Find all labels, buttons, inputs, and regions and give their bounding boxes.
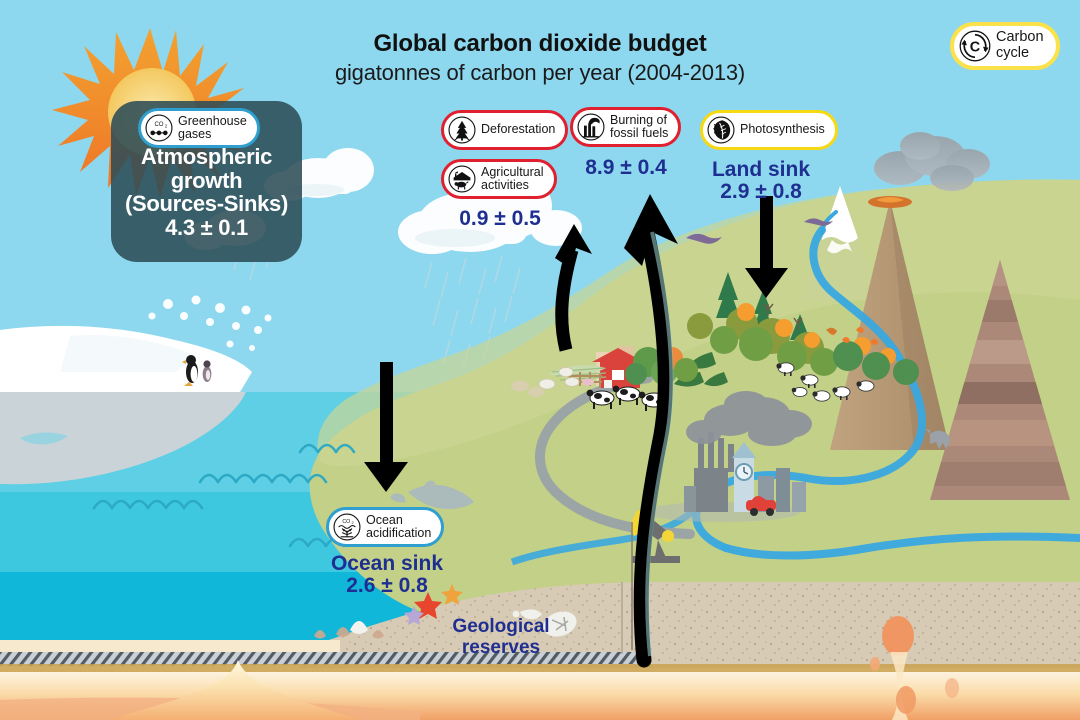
pine-tree-icon bbox=[448, 116, 476, 144]
atmos-line1: Atmospheric bbox=[140, 144, 273, 169]
volcano-smoke bbox=[874, 132, 990, 191]
red-car-icon bbox=[746, 496, 776, 516]
svg-text:2: 2 bbox=[165, 123, 168, 128]
atmospheric-growth-text: Atmospheric growth (Sources-Sinks) 4.3 ±… bbox=[111, 145, 302, 239]
badge-greenhouse-gases-label: Greenhouse gases bbox=[178, 113, 247, 141]
smoke-cloud bbox=[686, 391, 812, 446]
value-ocean-sink: Ocean sink 2.6 ± 0.8 bbox=[330, 552, 444, 598]
svg-text:CO: CO bbox=[155, 122, 164, 128]
land-sink-arrow bbox=[745, 196, 788, 298]
badge-deforestation-label: Deforestation bbox=[481, 122, 556, 137]
title-subtitle: gigatonnes of carbon per year (2004-2013… bbox=[334, 60, 746, 85]
bubble-icon bbox=[148, 295, 272, 351]
atmos-line3: (Sources-Sinks) bbox=[125, 191, 288, 217]
clock-tower-icon bbox=[732, 442, 756, 512]
badge-burning-fossil-fuels[interactable]: Burning of fossil fuels bbox=[570, 107, 682, 147]
sheep-icon bbox=[776, 362, 875, 402]
badge-greenhouse-gases[interactable]: CO 2 Greenhouse gases bbox=[138, 108, 260, 148]
carbon-cycle-label: Carbon cycle bbox=[996, 29, 1044, 61]
leaf-sun-icon bbox=[707, 116, 735, 144]
badge-photosynthesis[interactable]: Photosynthesis bbox=[700, 110, 838, 150]
penguin-icon bbox=[182, 355, 198, 386]
atmos-line2: growth bbox=[170, 167, 243, 193]
value-burning-fossil-fuels: 8.9 ± 0.4 bbox=[585, 156, 667, 179]
coal-seam bbox=[0, 652, 648, 666]
svg-text:CO: CO bbox=[342, 519, 350, 525]
cow-icon bbox=[586, 385, 667, 411]
badge-ocean-acidification[interactable]: CO 2 Ocean acidification bbox=[326, 507, 445, 547]
goat-icon bbox=[538, 366, 580, 390]
geo-line1: Geological bbox=[452, 616, 550, 637]
svg-text:C: C bbox=[970, 40, 980, 56]
magma-bubble-icon bbox=[870, 616, 959, 720]
page-title: Global carbon dioxide budget gigatonnes … bbox=[0, 30, 1080, 86]
barn-cow-icon bbox=[448, 165, 476, 193]
factory-smokestack-icon bbox=[694, 432, 734, 512]
geological-reserves-label: Geological reserves bbox=[411, 616, 591, 659]
badge-agricultural-activities-label: Agricultural activities bbox=[481, 164, 544, 192]
smokestack-icon bbox=[577, 113, 605, 141]
carbon-cycle-icon: C bbox=[959, 30, 991, 62]
fossil-fuel-emission-arrow bbox=[624, 194, 678, 668]
value-agricultural-activities: 0.9 ± 0.5 bbox=[459, 207, 541, 230]
starfish-icon bbox=[404, 584, 463, 625]
svg-text:2: 2 bbox=[352, 521, 354, 525]
agriculture-emission-arrow bbox=[555, 224, 592, 352]
badge-burning-fossil-fuels-label: Burning of fossil fuels bbox=[610, 112, 669, 140]
whale-icon bbox=[20, 432, 68, 445]
penguin-chick-icon bbox=[202, 360, 212, 382]
badge-photosynthesis-label: Photosynthesis bbox=[740, 122, 825, 137]
iceberg-with-penguins bbox=[0, 325, 252, 485]
atmos-value: 4.3 ± 0.1 bbox=[165, 214, 248, 240]
wolf-icon bbox=[926, 429, 950, 449]
badge-deforestation[interactable]: Deforestation bbox=[441, 110, 569, 150]
co2-molecule-icon: CO 2 bbox=[145, 114, 173, 142]
carbon-cycle-logo[interactable]: C Carbon cycle bbox=[950, 22, 1060, 70]
geo-line2: reserves bbox=[461, 636, 541, 658]
magma-plume bbox=[110, 660, 360, 720]
badge-agricultural-activities[interactable]: Agricultural activities bbox=[441, 159, 557, 199]
ocean-sink-arrow bbox=[364, 362, 408, 492]
badge-ocean-acidification-label: Ocean acidification bbox=[366, 512, 432, 540]
dolphin-icon bbox=[390, 480, 474, 509]
bird-icon bbox=[686, 218, 833, 244]
fox-icon bbox=[826, 327, 837, 334]
title-main: Global carbon dioxide budget bbox=[373, 30, 707, 57]
value-land-sink: Land sink 2.9 ± 0.8 bbox=[711, 158, 811, 204]
co2-coral-icon: CO 2 bbox=[333, 513, 361, 541]
city-skyline-icon bbox=[644, 432, 806, 522]
wave-icon bbox=[92, 443, 356, 548]
seashell-icon bbox=[314, 621, 384, 639]
